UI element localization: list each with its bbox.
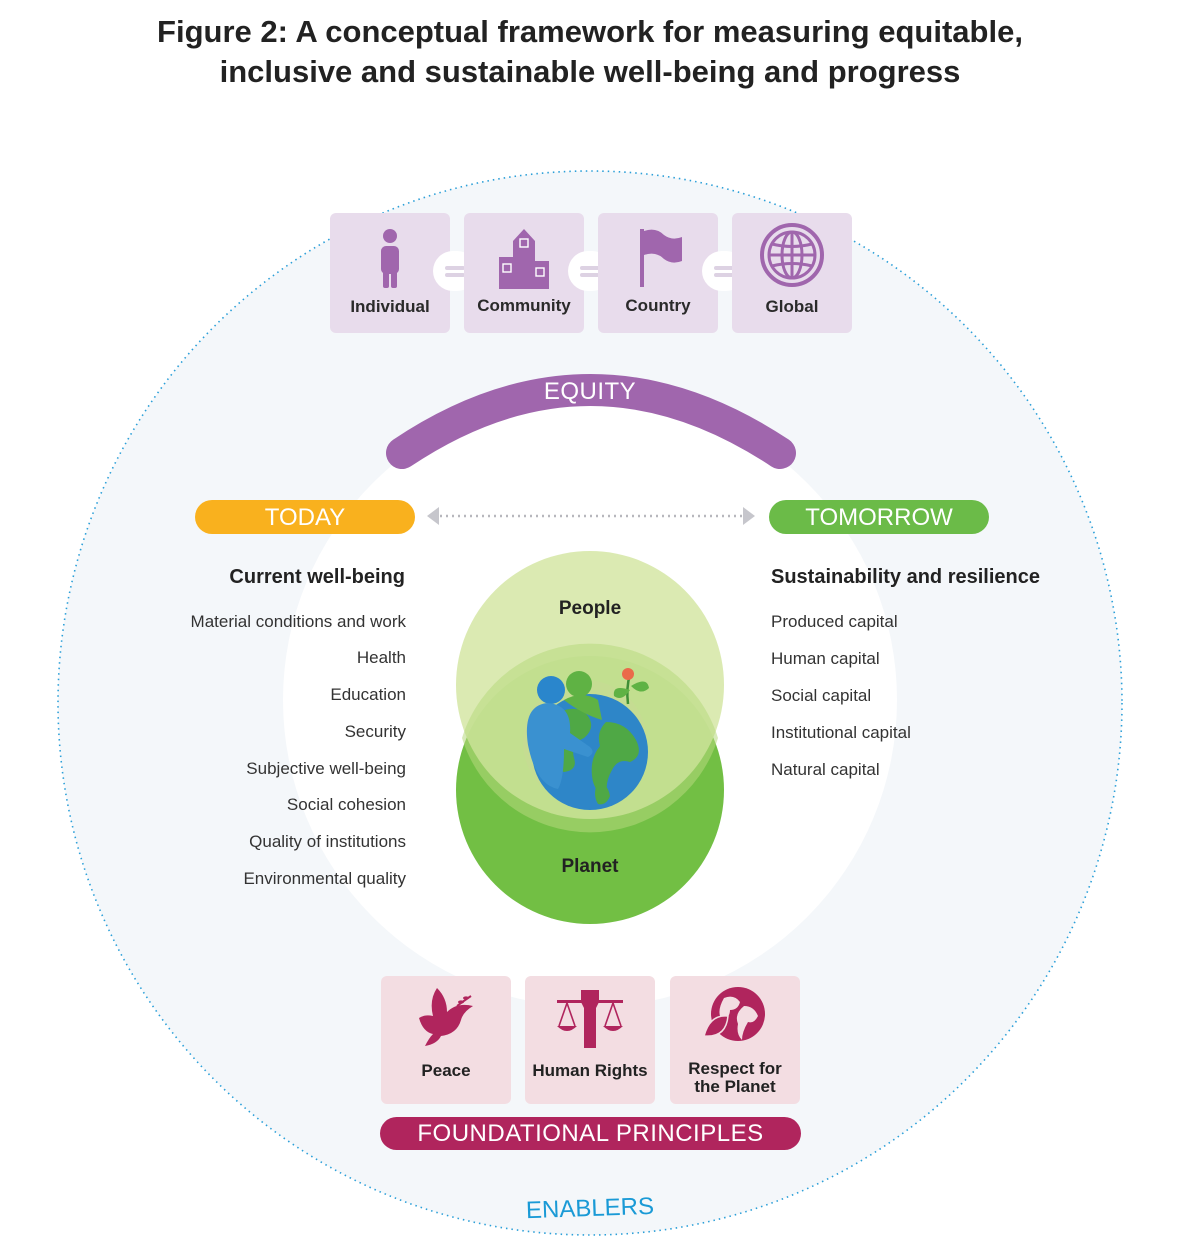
scale-box-country: Country xyxy=(598,213,718,333)
dove-icon xyxy=(419,988,473,1046)
principle-label-line: Respect for xyxy=(688,1059,782,1078)
current-item: Quality of institutions xyxy=(249,832,406,851)
today-pill: TODAY xyxy=(195,500,415,534)
equity-arc xyxy=(386,374,796,469)
principle-label-human-rights: Human Rights xyxy=(532,1061,648,1080)
current-item: Material conditions and work xyxy=(190,612,406,631)
principle-label-line: the Planet xyxy=(694,1077,776,1096)
people-globe-icon xyxy=(523,668,649,810)
sustainability-item: Natural capital xyxy=(771,760,880,779)
scale-label-community: Community xyxy=(477,296,571,315)
person-icon xyxy=(381,229,399,288)
principle-box-human-rights: Human Rights xyxy=(525,976,655,1104)
current-well-being-heading: Current well-being xyxy=(229,566,405,588)
scale-box-individual: Individual xyxy=(330,213,450,333)
figure-title: Figure 2: A conceptual framework for mea… xyxy=(0,12,1180,92)
time-arrow-right-head xyxy=(743,507,755,525)
scale-label-global: Global xyxy=(765,297,819,316)
tomorrow-pill: TOMORROW xyxy=(769,500,989,534)
principle-label-respect-planet: Respect for the Planet xyxy=(670,1060,800,1096)
current-item: Security xyxy=(344,722,406,741)
figure-title-line-2: inclusive and sustainable well-being and… xyxy=(219,54,961,89)
foundational-principles-banner: FOUNDATIONAL PRINCIPLES xyxy=(380,1117,801,1150)
planet-label: Planet xyxy=(561,856,619,877)
scale-box-community: Community xyxy=(464,213,584,333)
sustainability-heading: Sustainability and resilience xyxy=(771,566,1040,588)
people-label: People xyxy=(558,598,622,619)
current-item: Education xyxy=(330,685,406,704)
sustainability-item: Institutional capital xyxy=(771,723,911,742)
sustainability-item: Produced capital xyxy=(771,612,898,631)
globe-icon xyxy=(760,223,824,287)
buildings-icon xyxy=(499,229,549,289)
principle-box-peace: Peace xyxy=(381,976,511,1104)
current-item: Social cohesion xyxy=(286,795,406,814)
scale-box-global: Global xyxy=(732,213,852,333)
flag-icon xyxy=(640,229,682,287)
sustainability-item: Human capital xyxy=(771,649,880,668)
scale-label-country: Country xyxy=(625,296,691,315)
figure-title-line-1: Figure 2: A conceptual framework for mea… xyxy=(157,14,1023,49)
scale-label-individual: Individual xyxy=(350,297,430,316)
sustainability-item: Social capital xyxy=(771,686,872,705)
principle-box-respect-planet: Respect for the Planet xyxy=(670,976,800,1104)
earth-leaf-icon xyxy=(703,987,765,1041)
fist-scales-icon xyxy=(557,990,623,1048)
current-item: Environmental quality xyxy=(243,869,406,888)
current-item: Subjective well-being xyxy=(246,759,406,778)
principle-label-peace: Peace xyxy=(421,1061,471,1080)
equity-label: EQUITY xyxy=(543,378,637,405)
current-item: Health xyxy=(356,648,406,667)
time-arrow-left-head xyxy=(427,507,439,525)
